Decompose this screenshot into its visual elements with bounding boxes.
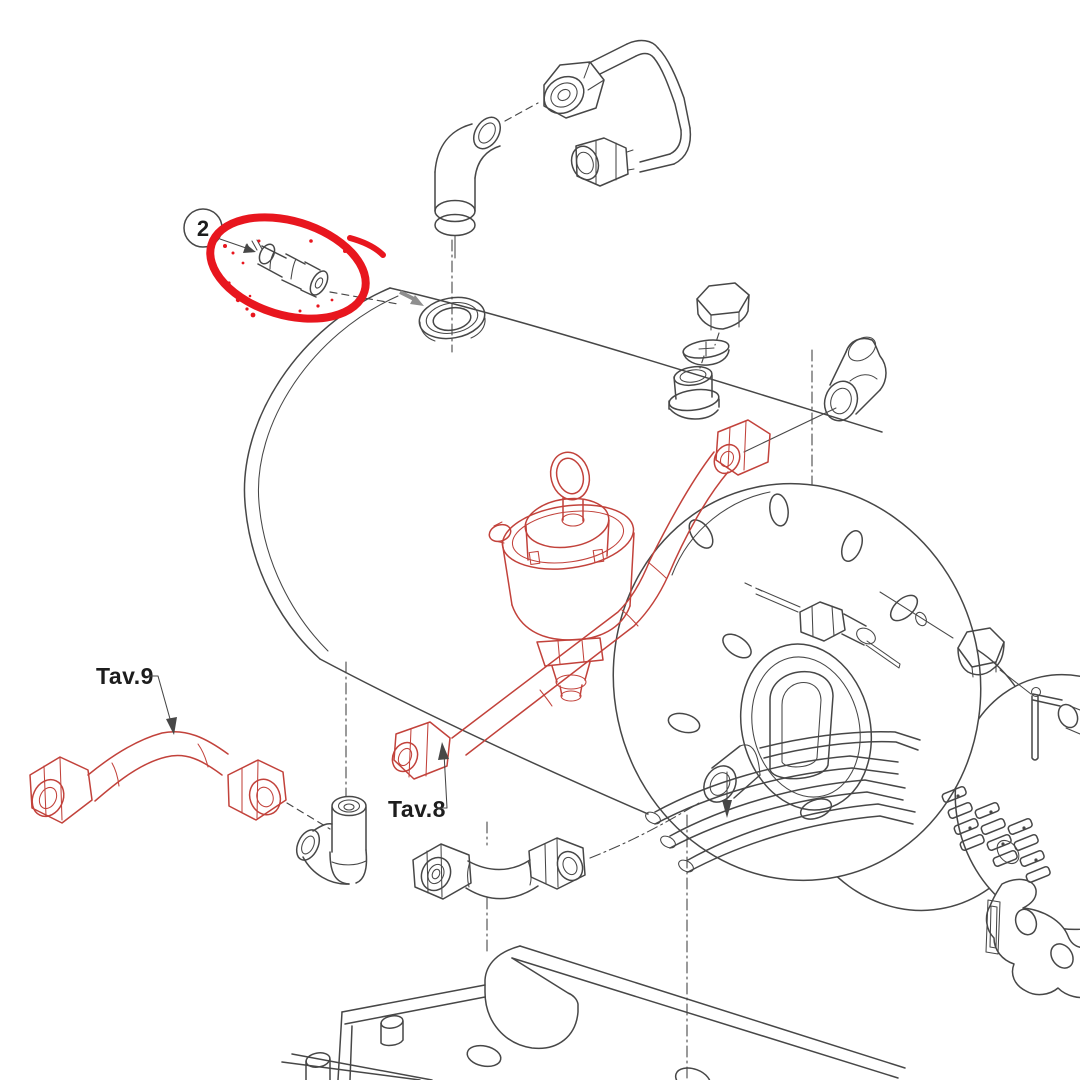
label-tav8: Tav.8 [388, 796, 446, 822]
bracket-stud [380, 1015, 404, 1047]
hex-plug [879, 591, 1032, 695]
boiler-tank [243, 239, 883, 815]
sealing-washer [682, 339, 730, 366]
safety-valve [488, 451, 635, 702]
sight-glass-ring [739, 643, 873, 811]
inlet-pipe-tav9 [29, 731, 331, 830]
u-pipe-top [588, 39, 692, 173]
port-indicator-arrow [399, 290, 424, 306]
part-2-group: 2 [183, 208, 399, 323]
label-tav8-group: Tav.8 [388, 742, 449, 822]
tav9-nut-left [29, 756, 93, 824]
steam-pipe-assembly [434, 39, 692, 259]
u-bend-pipe [412, 802, 700, 1080]
elbow-fitting-top [434, 116, 502, 259]
boiler-end-plate [612, 482, 982, 882]
bracket-stud [305, 1052, 331, 1080]
level-probe [744, 582, 901, 669]
compression-fitting-part-2 [246, 239, 329, 298]
label-tav9: Tav.9 [96, 663, 154, 689]
pipe-nut-boiler-end [713, 419, 771, 476]
element-gasket [985, 878, 1080, 999]
callout-circle: 2 [183, 208, 256, 253]
pipe-nut-upper [543, 61, 605, 119]
label-tav9-group: Tav.9 [96, 663, 177, 735]
port-fitting [668, 365, 720, 420]
mounting-bracket [281, 945, 906, 1080]
terminal-stud-stacks [941, 785, 1051, 883]
hex-cap-nut [696, 282, 750, 331]
tav9-nut-right [227, 759, 287, 821]
heating-element-coils [645, 730, 921, 873]
boiler-top-port [418, 296, 486, 342]
elbow-fitting-right [823, 336, 887, 422]
u-pipe-nut-right [528, 837, 586, 890]
anode-pin [1031, 693, 1080, 761]
pipe-nut-lower [570, 137, 635, 187]
red-highlight-marker [206, 213, 386, 323]
callout-number: 2 [197, 216, 209, 241]
pipe-nut-tav8-end [391, 721, 451, 780]
u-pipe-nut-left [412, 843, 472, 900]
valve-outlet-pipe-tav8 [391, 419, 771, 780]
elbow-fitting-bottom [295, 661, 368, 885]
